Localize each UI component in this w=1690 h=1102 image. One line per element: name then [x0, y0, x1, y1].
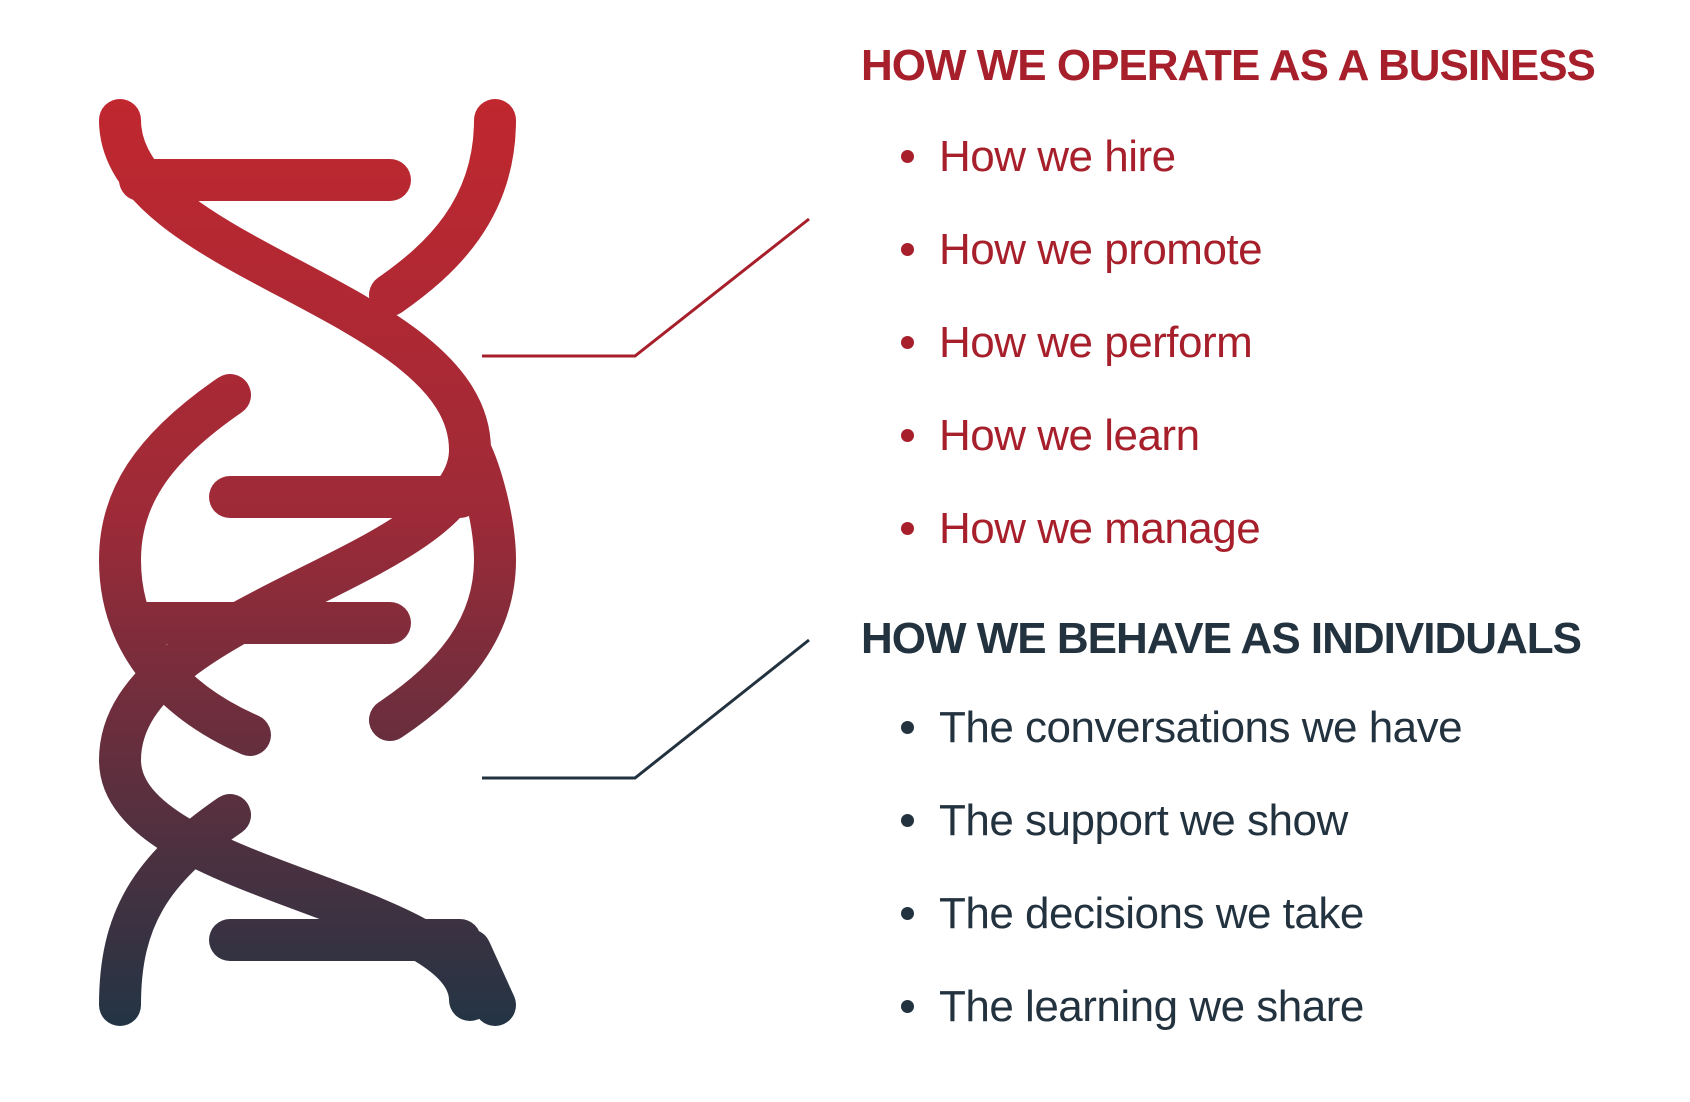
- connector-business: [482, 217, 810, 358]
- individual-item: The support we show: [861, 774, 1661, 867]
- individual-item-label: The support we show: [939, 796, 1348, 845]
- business-section: HOW WE OPERATE AS A BUSINESS How we hire…: [861, 36, 1661, 575]
- individual-item-label: The conversations we have: [939, 703, 1463, 752]
- bullet-icon: [901, 243, 914, 256]
- bullet-icon: [901, 907, 914, 920]
- individual-item-label: The learning we share: [939, 982, 1364, 1031]
- business-item: How we promote: [861, 203, 1661, 296]
- helix-strand-right-mid: [99, 374, 516, 756]
- business-heading: HOW WE OPERATE AS A BUSINESS: [861, 41, 1596, 90]
- business-item: How we manage: [861, 482, 1661, 575]
- business-item-label: How we promote: [939, 225, 1263, 274]
- bullet-icon: [901, 721, 914, 734]
- bullet-icon: [901, 336, 914, 349]
- business-item-label: How we manage: [939, 504, 1261, 553]
- individual-heading: HOW WE BEHAVE AS INDIVIDUALS: [861, 614, 1582, 663]
- individual-item: The decisions we take: [861, 867, 1661, 960]
- business-item: How we learn: [861, 389, 1661, 482]
- helix-strand-right-bottom: [449, 929, 516, 1026]
- business-item: How we hire: [861, 110, 1661, 203]
- helix-strand-left: [99, 99, 491, 1021]
- bullet-icon: [901, 429, 914, 442]
- individual-list: The conversations we have The support we…: [861, 681, 1661, 1053]
- business-item-label: How we perform: [939, 318, 1253, 367]
- helix-strand-right-top: [369, 99, 516, 316]
- helix-strand-right-low: [99, 794, 251, 1026]
- business-list: How we hire How we promote How we perfor…: [861, 110, 1661, 575]
- bullet-icon: [901, 1000, 914, 1013]
- connector-individual: [482, 638, 810, 780]
- business-item-label: How we hire: [939, 132, 1176, 181]
- individual-item-label: The decisions we take: [939, 889, 1364, 938]
- bullet-icon: [901, 150, 914, 163]
- individual-section: HOW WE BEHAVE AS INDIVIDUALS The convers…: [861, 609, 1661, 1053]
- individual-item: The conversations we have: [861, 681, 1661, 774]
- business-item: How we perform: [861, 296, 1661, 389]
- individual-item: The learning we share: [861, 960, 1661, 1053]
- business-item-label: How we learn: [939, 411, 1200, 460]
- bullet-icon: [901, 522, 914, 535]
- bullet-icon: [901, 814, 914, 827]
